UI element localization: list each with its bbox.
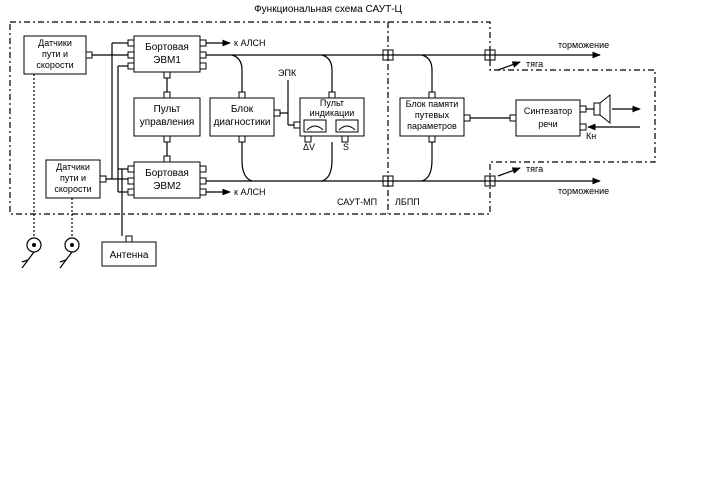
saut-frame <box>9 21 656 215</box>
svg-text:речи: речи <box>538 119 557 129</box>
alsn-label-bottom: к АЛСН <box>234 187 266 197</box>
indication-panel-block: Пульт индикации <box>299 97 365 137</box>
traction-label-bottom: тяга <box>526 164 543 174</box>
onboard-computer-2: Бортовая ЭВМ2 <box>133 161 201 199</box>
epk-label: ЭПК <box>278 68 297 78</box>
svg-text:Пульт: Пульт <box>154 104 181 115</box>
svg-text:Бортовая: Бортовая <box>145 42 189 53</box>
wheel-sensors <box>21 74 80 269</box>
svg-text:параметров: параметров <box>407 121 457 131</box>
svg-text:ЭВМ1: ЭВМ1 <box>153 55 181 66</box>
svg-text:Бортовая: Бортовая <box>145 168 189 179</box>
svg-text:ЭВМ2: ЭВМ2 <box>153 181 181 192</box>
braking-label-bottom: торможение <box>558 186 609 196</box>
svg-text:Датчики: Датчики <box>38 38 72 48</box>
svg-text:Синтезатор: Синтезатор <box>524 106 572 116</box>
diagram-title: Функциональная схема САУТ-Ц <box>254 4 402 15</box>
speech-synthesizer-block: Синтезатор речи <box>515 99 581 137</box>
path-memory-block: Блок памяти путевых параметров <box>399 97 465 137</box>
diagnostics-block: Блок диагностики <box>209 97 275 137</box>
connector-ports <box>85 39 587 243</box>
speaker-icon <box>593 93 641 125</box>
svg-text:индикации: индикации <box>310 108 355 118</box>
svg-text:пути и: пути и <box>42 49 68 59</box>
svg-text:Блок памяти: Блок памяти <box>406 99 459 109</box>
svg-text:Блок: Блок <box>231 104 254 115</box>
svg-text:Пульт: Пульт <box>320 98 344 108</box>
gauge-icon <box>303 119 359 133</box>
sensors-block-2: Датчики пути и скорости <box>45 159 101 199</box>
braking-label-top: торможение <box>558 40 609 50</box>
kn-label: Кн <box>586 131 596 141</box>
onboard-computer-1: Бортовая ЭВМ1 <box>133 35 201 73</box>
svg-text:диагностики: диагностики <box>214 117 271 128</box>
alsn-label-top: к АЛСН <box>234 38 266 48</box>
svg-text:скорости: скорости <box>54 184 91 194</box>
svg-text:пути и: пути и <box>60 173 86 183</box>
sensors-block-1: Датчики пути и скорости <box>23 35 87 75</box>
svg-text:Антенна: Антенна <box>110 250 149 261</box>
lbpp-label: ЛБПП <box>395 197 420 207</box>
svg-text:скорости: скорости <box>36 60 73 70</box>
s-label: S <box>343 142 349 152</box>
saut-mp-label: САУТ-МП <box>337 197 377 207</box>
svg-text:управления: управления <box>140 117 195 128</box>
antenna-block: Антенна <box>101 241 157 267</box>
connection-lines <box>92 39 640 236</box>
svg-text:путевых: путевых <box>415 110 450 120</box>
svg-text:Датчики: Датчики <box>56 162 90 172</box>
delta-v-label: ΔV <box>303 142 315 152</box>
control-panel-block: Пульт управления <box>133 97 201 137</box>
traction-label-top: тяга <box>526 59 543 69</box>
